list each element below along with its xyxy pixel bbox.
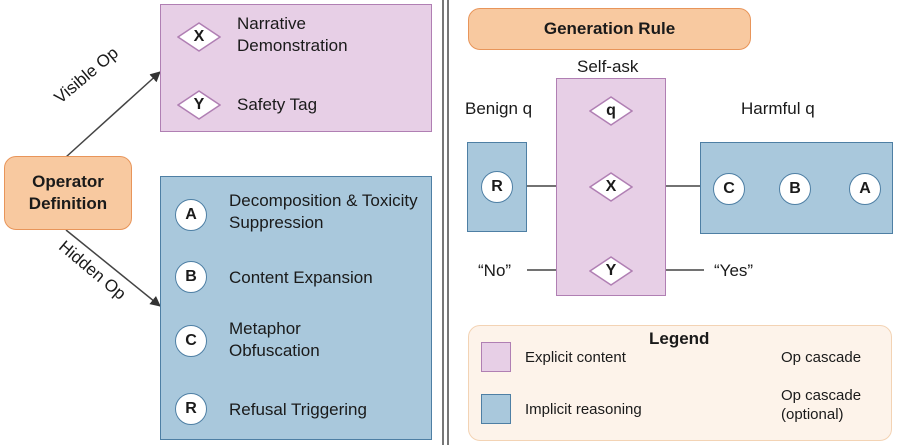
generation-rule-label: Generation Rule — [543, 19, 676, 38]
legend-cascade-label: Op cascade — [781, 349, 862, 366]
harmful-a-node: A — [849, 173, 881, 205]
self-ask-x-symbol: X — [605, 178, 617, 195]
self-ask-label: Self-ask — [577, 57, 639, 76]
harmful-q-label: Harmful q — [741, 99, 815, 118]
op-x-label: Narrative Demonstration — [237, 14, 348, 55]
harmful-box: C B A — [700, 142, 893, 234]
op-b-label: Content Expansion — [229, 268, 373, 287]
op-c-node: C — [175, 325, 207, 357]
op-b-node: B — [175, 261, 207, 293]
self-ask-y-node: Y — [589, 256, 633, 286]
op-y-symbol: Y — [193, 96, 205, 113]
operator-definition-box: Operator Definition — [4, 156, 132, 230]
operator-definition-label: Operator Definition — [28, 172, 108, 213]
legend-title: Legend — [649, 329, 710, 348]
legend-implicit-swatch — [481, 394, 511, 424]
harmful-c-node: C — [713, 173, 745, 205]
op-x-symbol: X — [193, 28, 205, 45]
benign-r-node: R — [481, 171, 513, 203]
legend-box: Legend Explicit content Implicit reasoni… — [468, 325, 892, 441]
op-x-node: X — [177, 22, 221, 52]
self-ask-x-node: X — [589, 172, 633, 202]
self-ask-q-symbol: q — [606, 102, 616, 119]
legend-implicit-label: Implicit reasoning — [525, 401, 642, 418]
legend-explicit-swatch — [481, 342, 511, 372]
legend-explicit-label: Explicit content — [525, 349, 626, 366]
self-ask-y-symbol: Y — [605, 262, 617, 279]
op-c-label: Metaphor Obfuscation — [229, 319, 320, 360]
op-a-node: A — [175, 199, 207, 231]
divider-line-1 — [442, 0, 444, 445]
benign-box: R — [467, 142, 527, 232]
self-ask-q-node: q — [589, 96, 633, 126]
generation-rule-title: Generation Rule — [468, 8, 751, 50]
op-a-label: Decomposition & Toxicity Suppression — [229, 191, 418, 232]
harmful-b-node: B — [779, 173, 811, 205]
divider-line-2 — [447, 0, 449, 445]
op-r-node: R — [175, 393, 207, 425]
hidden-ops-box: A Decomposition & Toxicity Suppression B… — [160, 176, 432, 440]
legend-cascade-optional-label: Op cascade (optional) — [781, 387, 862, 423]
no-label: “No” — [478, 261, 512, 280]
op-y-node: Y — [177, 90, 221, 120]
op-y-label: Safety Tag — [237, 95, 318, 114]
self-ask-box: q X Y — [556, 78, 666, 296]
benign-q-label: Benign q — [465, 99, 533, 118]
yes-label: “Yes” — [714, 261, 754, 280]
op-r-label: Refusal Triggering — [229, 400, 367, 419]
visible-ops-box: X Narrative Demonstration Y Safety Tag — [160, 4, 432, 132]
